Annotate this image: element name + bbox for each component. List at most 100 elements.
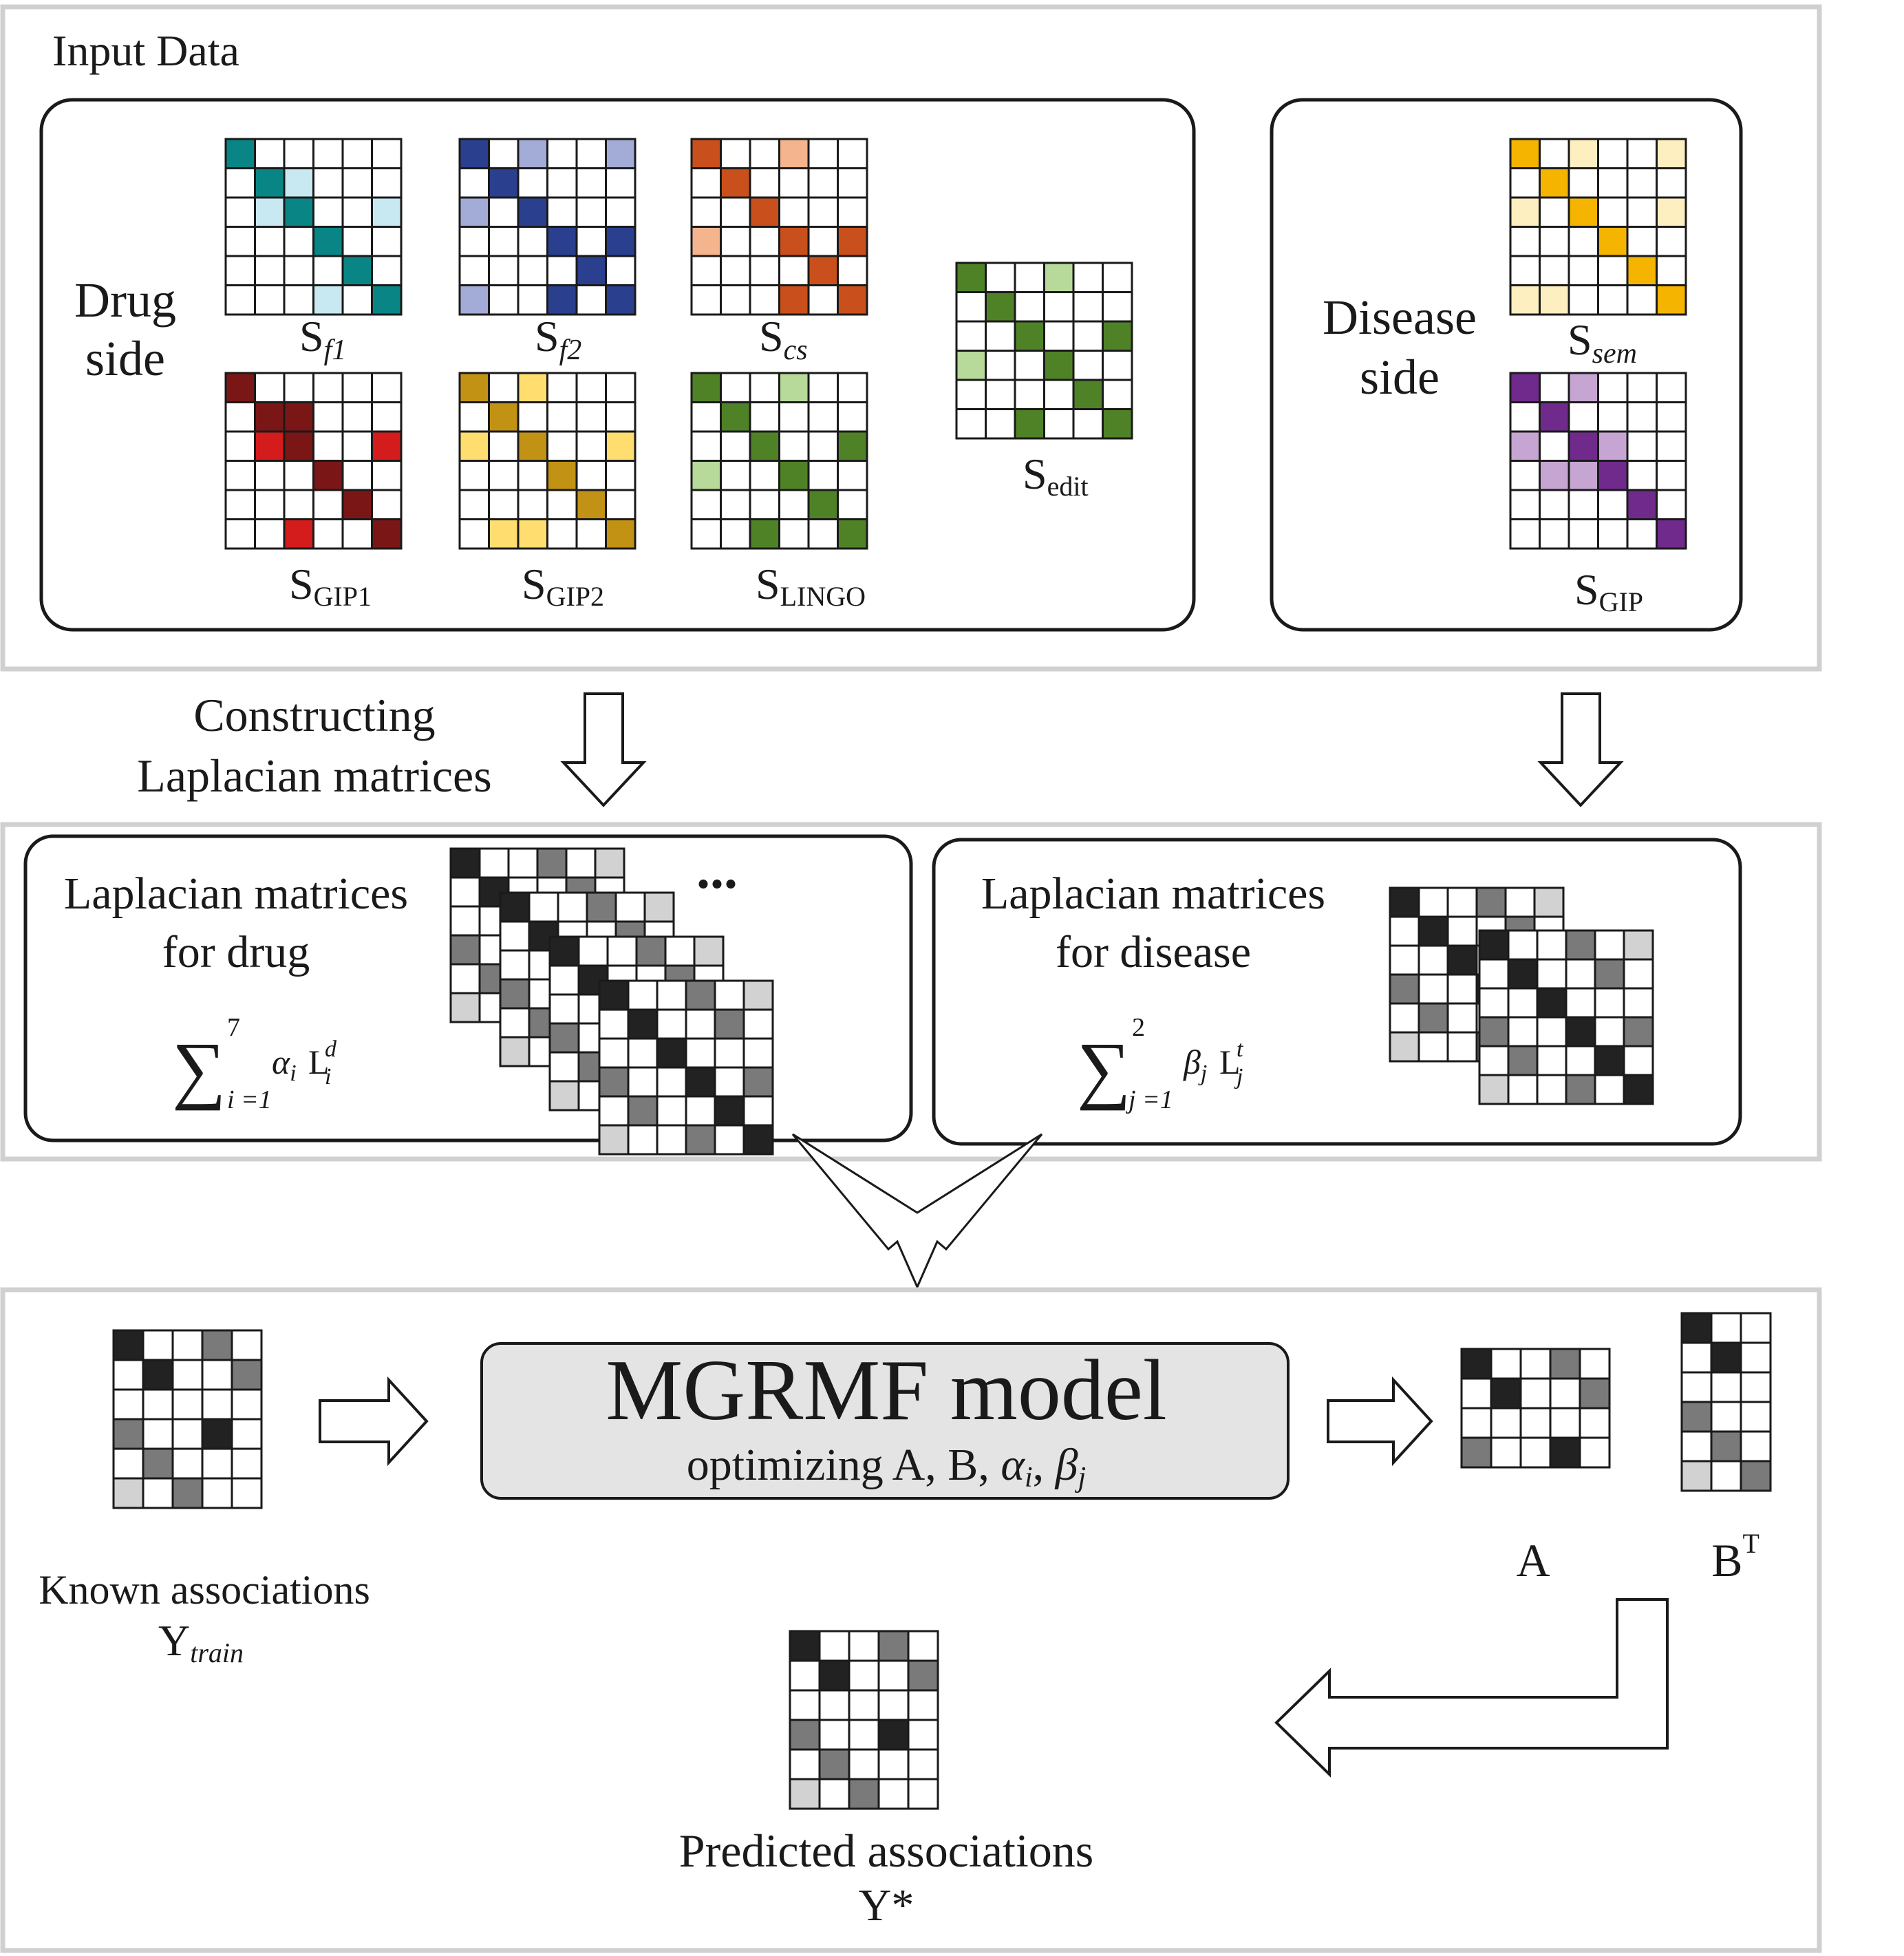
matrix-cell [1446,973,1478,1005]
label-scs: Scs [759,312,808,366]
matrix-cell [371,167,403,199]
matrix-cell [985,379,1016,410]
matrix-cell [1626,255,1658,286]
matrix-cell [371,255,403,286]
matrix-cell [720,138,751,169]
matrix-cell [1710,1430,1742,1463]
matrix-cell [1597,460,1629,491]
matrix-cell [201,1477,233,1509]
matrix-cell [546,401,578,433]
matrix-cell [283,196,314,228]
matrix-cell [1072,408,1104,440]
matrix-cell [1740,1371,1772,1403]
matrix-cell [1594,929,1625,961]
matrix-cell [1478,958,1510,990]
matrix-cell [1656,255,1687,286]
matrix-cell [1568,255,1599,286]
matrix-cell [548,993,580,1025]
matrix-cell [1623,1074,1654,1105]
matrix-cell [1507,1074,1539,1105]
matrix-cell [749,518,780,550]
matrix-cell [1043,291,1075,323]
matrix-cell [1072,379,1104,410]
matrix-cell [1533,886,1565,918]
matrix-cell [341,430,373,462]
matrix-cell [283,430,314,462]
matrix-cell [1594,1074,1625,1105]
matrix-cell [575,284,607,316]
matrix-cell [283,372,314,403]
matrix-cell [1460,1436,1493,1469]
predicted-label: Predicted associations [679,1825,1093,1877]
matrix-cell [877,1630,910,1662]
matrix-cell [171,1359,204,1391]
matrix-cell [1102,350,1133,381]
matrix-cell [371,460,403,491]
matrix-cell [807,372,839,403]
matrix-cell [449,876,481,908]
laplacian-step-label-2: Laplacian matrices [137,750,491,802]
laplacian-disease-formula: ∑ 2 j =1 βj L t j [1077,1013,1244,1114]
matrix-cell [1507,958,1539,990]
matrix-cell [575,167,607,199]
matrix-cell [1623,987,1654,1019]
matrix-cell [742,1095,774,1127]
matrix-cell [907,1719,939,1751]
matrix-cell [656,1037,687,1069]
matrix-cell [605,460,637,491]
matrix-cell [586,891,617,923]
matrix-cell [1418,1031,1449,1063]
matrix-cell [517,284,548,316]
matrix-cell [742,1124,774,1156]
matrix-cell [1507,1045,1539,1076]
matrix-cell [605,167,637,199]
matrix-cell [1594,958,1625,990]
matrix-cell [598,1037,630,1069]
matrix-cell [517,372,548,403]
matrix-cell [1539,167,1570,199]
matrix-cell [1504,886,1536,918]
matrix-cell [720,460,751,491]
matrix-cell [1509,372,1541,403]
matrix-cell [789,1659,821,1692]
matrix-cell [720,196,751,228]
matrix-cell [548,1080,580,1112]
matrix-cell [224,255,256,286]
matrix-cell [231,1447,263,1480]
matrix-cell [1446,886,1478,918]
matrix-cell [837,460,868,491]
matrix-cell [371,518,403,550]
matrix-cell [224,138,256,169]
matrix-cell [1597,255,1629,286]
matrix-cell [1539,489,1570,520]
matrix-cell [837,489,868,520]
matrix-cell [1597,167,1629,199]
matrix-cell [449,934,481,966]
matrix-sgip1 [224,372,403,550]
matrix-cell [714,1124,745,1156]
disease-side-label-1: Disease [1323,290,1477,345]
matrix-cell [807,196,839,228]
matrix-cell [1539,430,1570,462]
matrix-cell [1656,167,1687,199]
matrix-cell [341,167,373,199]
matrix-cell [171,1447,204,1480]
matrix-cell [1579,1348,1611,1380]
matrix-cell [1680,1341,1713,1374]
drug-side-label-1: Drug [74,273,176,328]
matrix-cell [254,226,286,257]
matrix-cell [1389,915,1420,947]
matrix-cell [627,1066,659,1098]
matrix-cell [690,430,722,462]
matrix-sf2 [458,138,637,316]
label-sedit: Sedit [1023,449,1089,502]
matrix-cell [720,489,751,520]
matrix-cell [478,847,510,879]
matrix-cell [1478,1074,1510,1105]
matrix-cell [1389,1002,1420,1034]
matrix-cell [955,350,987,381]
matrix-cell [877,1778,910,1810]
matrix-ssem [1509,138,1687,316]
matrix-cell [1509,518,1541,550]
matrix-cell [1680,1371,1713,1403]
